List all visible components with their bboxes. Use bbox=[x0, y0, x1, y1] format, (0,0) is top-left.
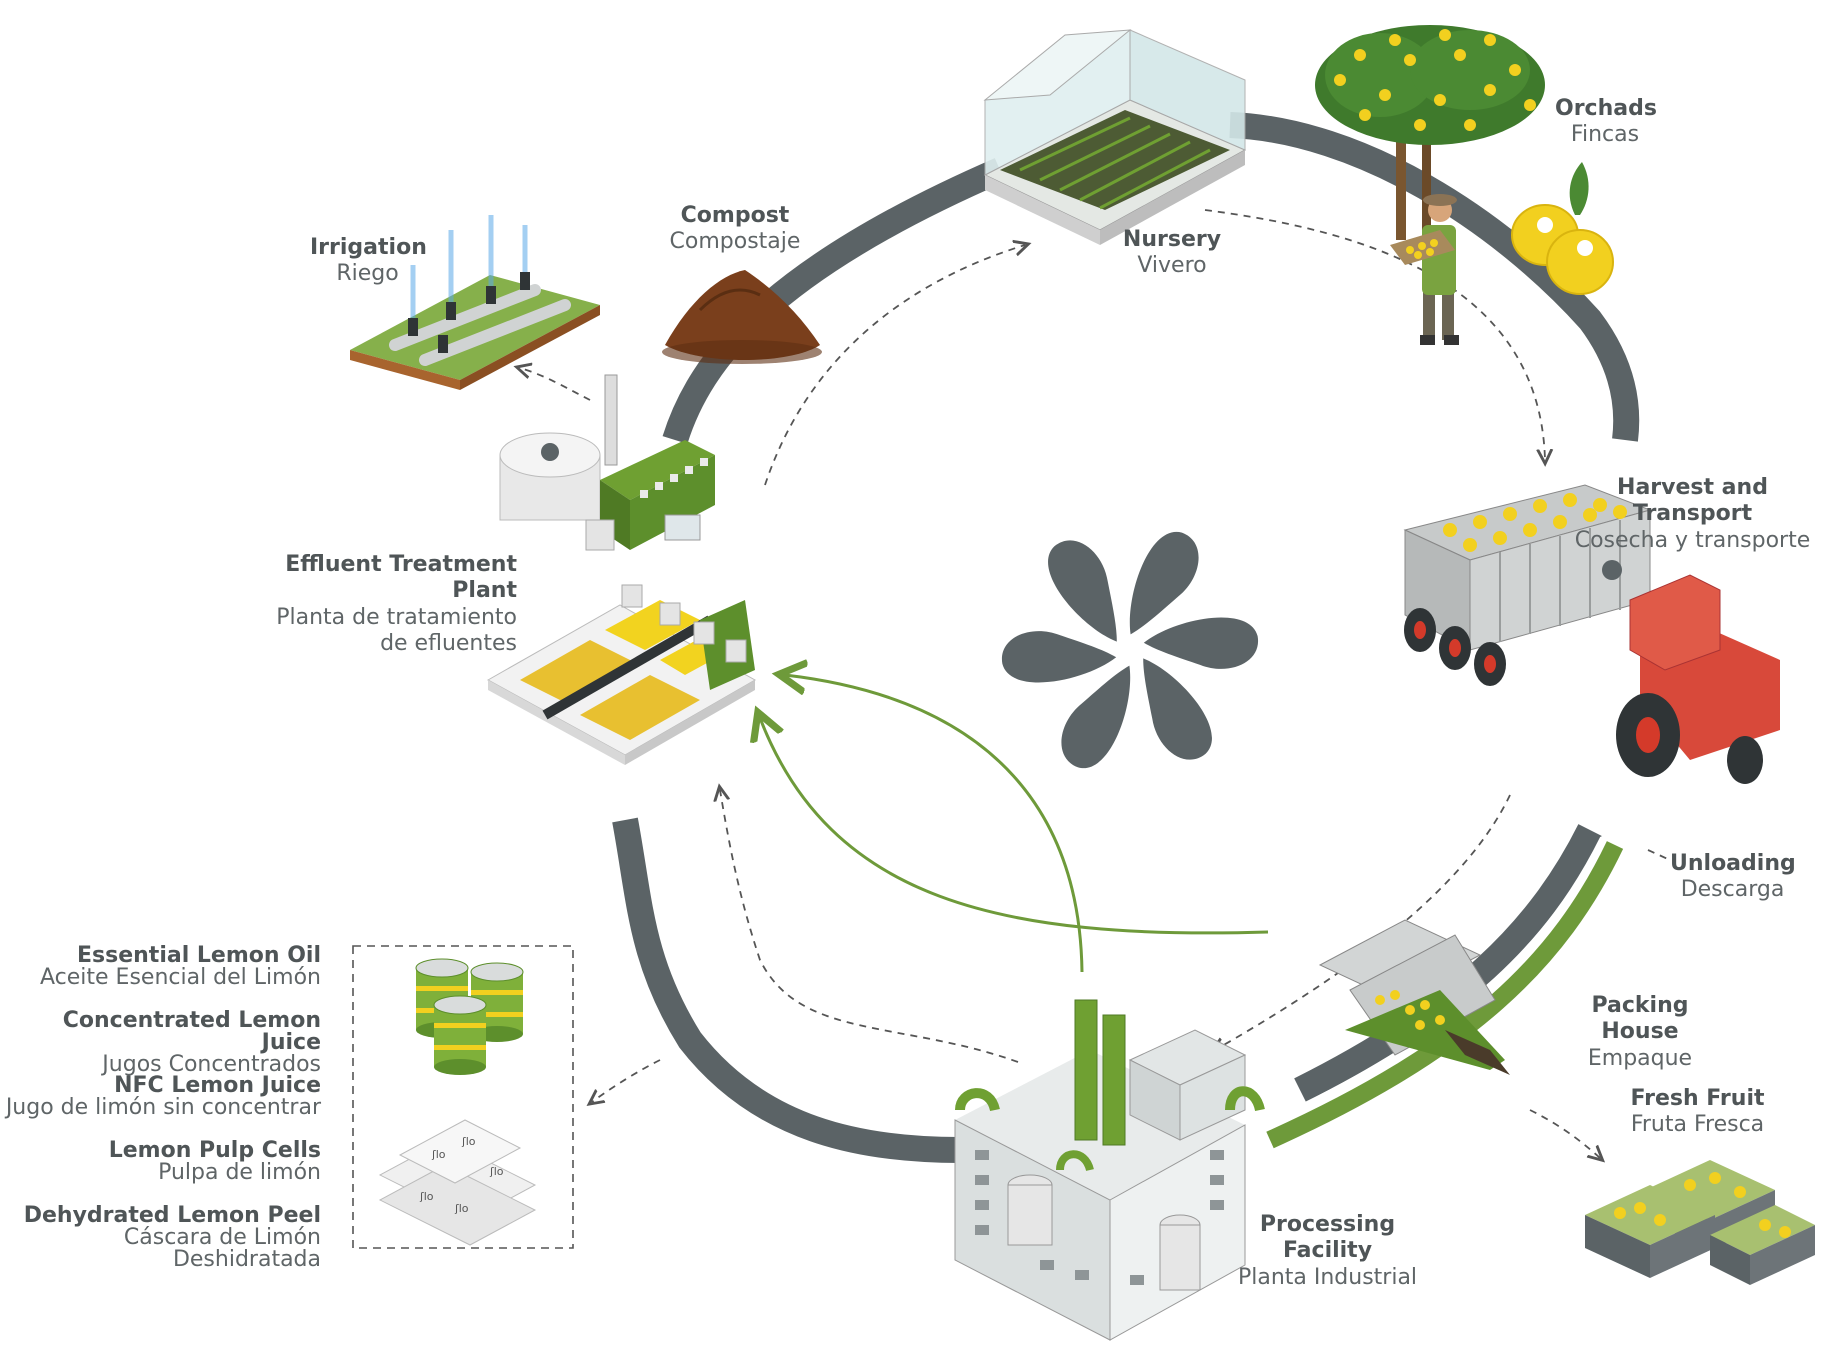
effluent-subtitle-line1: Planta de tratamiento bbox=[276, 604, 517, 630]
compost-subtitle: Compostaje bbox=[669, 229, 801, 255]
product-subtitle: Pulpa de limón bbox=[158, 1160, 321, 1185]
processing-title: Processing Facility bbox=[1259, 1212, 1396, 1264]
svg-text:ʃlo: ʃlo bbox=[431, 1148, 446, 1161]
label-processing: Processing Facility Planta Industrial bbox=[1220, 1212, 1435, 1291]
product-title: NFC Lemon Juice bbox=[114, 1073, 321, 1098]
product-title: Concentrated Lemon Juice bbox=[62, 1008, 321, 1055]
packing-title: Packing House bbox=[1591, 993, 1689, 1045]
oil-barrels-icon bbox=[415, 958, 524, 1075]
product-item: Dehydrated Lemon Peel Cáscara de Limón D… bbox=[0, 1205, 321, 1271]
compost-pile-icon bbox=[662, 270, 822, 364]
harvest-truck-icon bbox=[1403, 484, 1780, 784]
green-arrows bbox=[760, 675, 1269, 973]
product-subtitle: Jugo de limón sin concentrar bbox=[5, 1095, 321, 1120]
label-harvest: Harvest and Transport Cosecha y transpor… bbox=[1565, 475, 1820, 554]
label-nursery: Nursery Vivero bbox=[1117, 227, 1227, 280]
greenhouse-icon bbox=[983, 29, 1247, 245]
road-green-stripe bbox=[1266, 841, 1624, 1149]
fresh-fruit-title: Fresh Fruit bbox=[1630, 1086, 1765, 1111]
harvest-subtitle: Cosecha y transporte bbox=[1574, 527, 1811, 553]
harvest-title: Harvest and Transport bbox=[1617, 475, 1768, 527]
nursery-subtitle: Vivero bbox=[1137, 253, 1207, 279]
barrel-icon bbox=[433, 995, 487, 1075]
dashed-arrows bbox=[520, 209, 1671, 1158]
logo-petal bbox=[1002, 631, 1117, 683]
product-title: Dehydrated Lemon Peel bbox=[23, 1203, 321, 1228]
svg-text:ʃlo: ʃlo bbox=[454, 1202, 469, 1215]
lemon-tree-icon bbox=[1315, 25, 1545, 240]
product-item: Essential Lemon Oil Aceite Esencial del … bbox=[40, 945, 321, 989]
packing-house-icon bbox=[1318, 919, 1510, 1075]
effluent-subtitle-line2: de efluentes bbox=[380, 631, 517, 657]
orchards-title: Orchads bbox=[1555, 96, 1657, 121]
effluent-title: Effluent Treatment Plant bbox=[285, 552, 517, 604]
label-unloading: Unloading Descarga bbox=[1670, 851, 1796, 904]
label-orchards: Orchads Fincas bbox=[1555, 96, 1657, 149]
effluent-plant-icon bbox=[499, 374, 715, 551]
products-dashed-box bbox=[352, 945, 574, 1249]
label-compost: Compost Compostaje bbox=[665, 203, 805, 256]
processing-subtitle: Planta Industrial bbox=[1237, 1264, 1418, 1290]
irrigation-subtitle: Riego bbox=[336, 261, 399, 287]
product-subtitle: Jugos Concentrados bbox=[102, 1052, 321, 1077]
road-white-stripe bbox=[1283, 836, 1606, 1118]
product-title: Essential Lemon Oil bbox=[77, 943, 321, 968]
farmer-icon bbox=[1390, 194, 1459, 345]
product-item: Concentrated Lemon Juice Jugos Concentra… bbox=[0, 1010, 321, 1076]
compost-title: Compost bbox=[680, 203, 790, 228]
nursery-title: Nursery bbox=[1122, 227, 1222, 252]
label-irrigation: Irrigation Riego bbox=[310, 235, 427, 288]
unloading-title: Unloading bbox=[1670, 851, 1796, 876]
fresh-fruit-subtitle: Fruta Fresca bbox=[1630, 1112, 1765, 1138]
unloading-subtitle: Descarga bbox=[1680, 877, 1785, 903]
product-subtitle: Cáscara de Limón Deshidratada bbox=[123, 1225, 321, 1272]
label-packing: Packing House Empaque bbox=[1555, 993, 1725, 1072]
logo-petal bbox=[1143, 617, 1258, 669]
packing-subtitle: Empaque bbox=[1587, 1045, 1693, 1071]
svg-text:ʃlo: ʃlo bbox=[461, 1135, 476, 1148]
product-title: Lemon Pulp Cells bbox=[108, 1138, 321, 1163]
company-logo-icon bbox=[1002, 531, 1258, 769]
svg-text:ʃlo: ʃlo bbox=[489, 1165, 504, 1178]
product-subtitle: Aceite Esencial del Limón bbox=[39, 965, 321, 990]
logo-petal bbox=[1143, 658, 1212, 760]
orchards-subtitle: Fincas bbox=[1570, 122, 1640, 148]
logo-petal bbox=[1129, 531, 1199, 635]
logo-petal bbox=[1048, 540, 1117, 642]
processing-facility-icon bbox=[954, 999, 1265, 1341]
logo-petal bbox=[1061, 665, 1131, 769]
fruit-crates-icon bbox=[1585, 1160, 1815, 1285]
irrigation-title: Irrigation bbox=[310, 235, 427, 260]
label-fresh-fruit: Fresh Fruit Fruta Fresca bbox=[1625, 1086, 1770, 1139]
product-item: Lemon Pulp Cells Pulpa de limón bbox=[109, 1140, 321, 1184]
irrigation-field-icon bbox=[350, 215, 600, 390]
pulp-bags-icon: ʃlo ʃlo ʃlo ʃlo ʃlo bbox=[378, 1119, 537, 1246]
svg-text:ʃlo: ʃlo bbox=[419, 1190, 434, 1203]
lemons-icon bbox=[1511, 162, 1614, 295]
settling-ponds-icon bbox=[486, 584, 757, 765]
label-effluent: Effluent Treatment Plant Planta de trata… bbox=[225, 552, 517, 658]
product-item: NFC Lemon Juice Jugo de limón sin concen… bbox=[6, 1075, 321, 1119]
